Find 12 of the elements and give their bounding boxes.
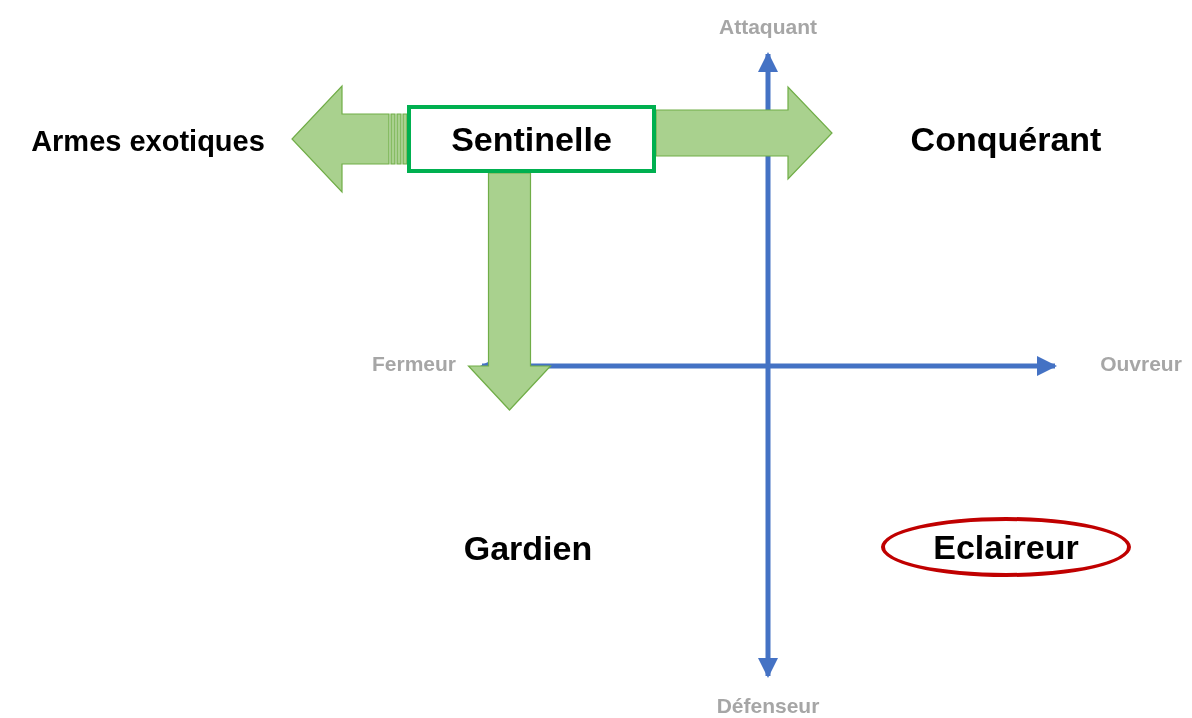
block-arrow [467,172,552,411]
block-arrow [291,84,408,194]
role-ellipse: Eclaireur [881,517,1131,577]
axis-label: Défenseur [716,694,820,718]
axis-label: Fermeur [372,352,456,376]
axis-label: Ouvreur [1100,352,1182,376]
role-label: Conquérant [890,116,1122,162]
role-box: Sentinelle [407,105,656,173]
axis-label: Attaquant [719,15,817,39]
role-label: Gardien [448,526,608,570]
role-label: Armes exotiques [8,120,288,162]
block-arrow [655,85,833,181]
